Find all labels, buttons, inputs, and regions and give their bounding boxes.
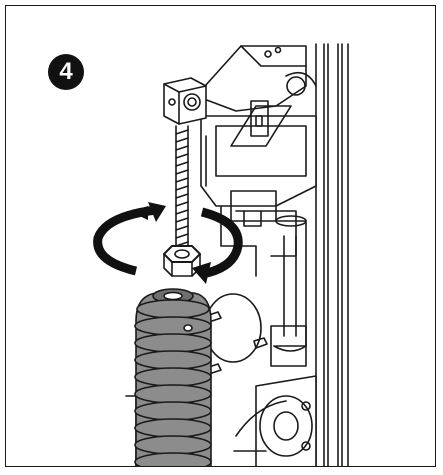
rubber-bellows	[134, 288, 212, 466]
hex-nut	[163, 245, 201, 277]
guide-rail	[315, 43, 349, 466]
assembly-illustration	[93, 43, 349, 466]
motor-frame	[200, 100, 317, 277]
rotate-arrows-icon	[93, 202, 243, 284]
upper-housing	[195, 45, 317, 112]
diagram-frame: 4	[5, 5, 436, 467]
threaded-rod	[175, 125, 189, 252]
round-cover-plate	[204, 293, 268, 375]
step-number-badge: 4	[48, 54, 84, 90]
motor-body	[270, 215, 307, 367]
clamp-block	[163, 77, 207, 125]
